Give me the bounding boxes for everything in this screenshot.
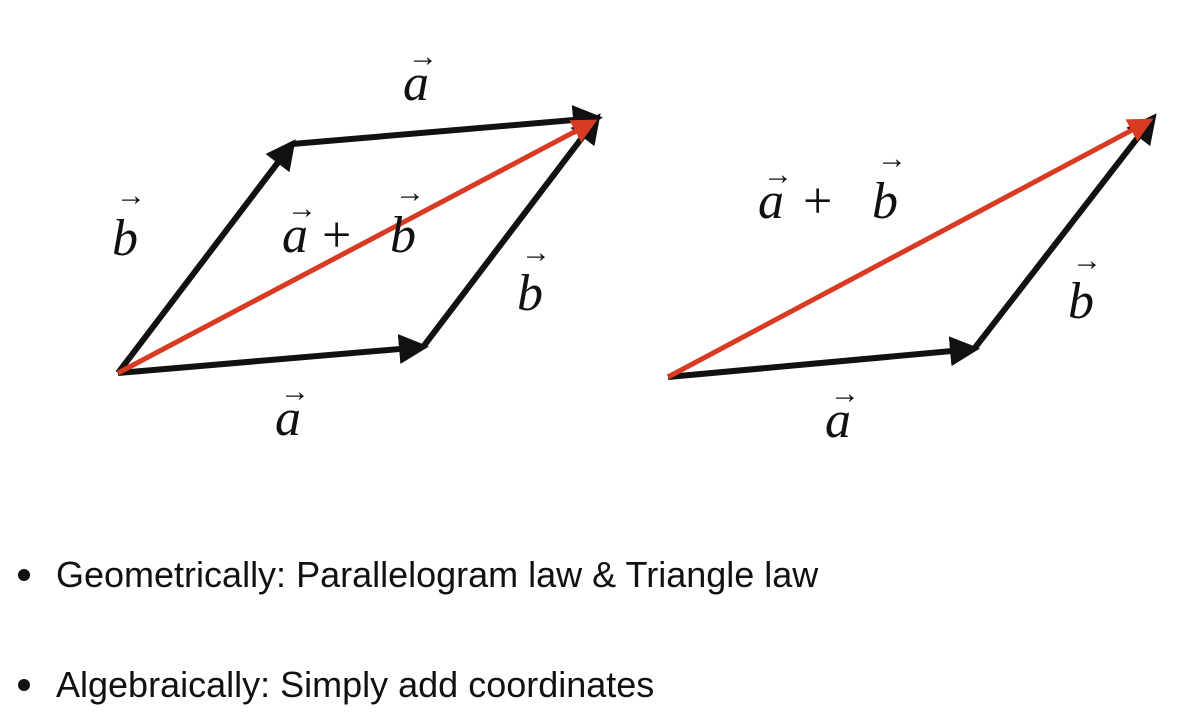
label-b-right: b → <box>517 236 551 322</box>
svg-text:b: b <box>517 265 543 322</box>
svg-text:→: → <box>408 40 438 73</box>
svg-text:a: a <box>282 207 308 264</box>
triangle-vector-b <box>971 113 1157 351</box>
vector-addition-diagram: a → b → a → + b → b → a → a → + <box>112 40 1157 449</box>
label-a-bottom: a → <box>275 375 310 447</box>
bullet-text: Algebraically: Simply add coordinates <box>56 664 655 705</box>
svg-text:+: + <box>322 207 351 264</box>
svg-text:→: → <box>521 236 551 269</box>
svg-text:→: → <box>763 158 793 191</box>
svg-text:a: a <box>758 173 784 230</box>
svg-text:b: b <box>1068 273 1094 330</box>
svg-text:b: b <box>872 173 898 230</box>
parallelogram-law-diagram: a → b → a → + b → b → a → <box>112 40 603 447</box>
svg-text:→: → <box>395 176 425 209</box>
svg-text:+: + <box>803 173 832 230</box>
label-a-triangle: a → <box>825 377 860 449</box>
svg-text:→: → <box>287 192 317 225</box>
svg-text:b: b <box>112 210 138 267</box>
bullet-dot-icon <box>18 569 30 581</box>
svg-text:a: a <box>825 392 851 449</box>
bullet-dot-icon <box>18 679 30 691</box>
parallelogram-vector-b-right <box>420 113 601 349</box>
svg-text:a: a <box>403 55 429 112</box>
label-a-top: a → <box>403 40 438 112</box>
label-a-plus-b-center: a → + b → <box>282 176 425 264</box>
bullet-item-geometrically: Geometrically: Parallelogram law & Trian… <box>18 554 818 596</box>
label-b-triangle: b → <box>1068 244 1102 330</box>
svg-text:→: → <box>1072 244 1102 277</box>
label-a-plus-b-triangle: a → + b → <box>758 142 907 230</box>
svg-text:→: → <box>830 377 860 410</box>
parallelogram-resultant-a-plus-b <box>116 119 598 376</box>
svg-text:→: → <box>116 179 146 212</box>
bullet-item-algebraically: Algebraically: Simply add coordinates <box>18 664 654 706</box>
svg-text:a: a <box>275 390 301 447</box>
parallelogram-vector-b-left <box>115 139 296 375</box>
svg-text:→: → <box>877 142 907 175</box>
parallelogram-vector-a-bottom <box>117 334 429 376</box>
parallelogram-vector-a-top <box>291 105 603 147</box>
bullet-text: Geometrically: Parallelogram law & Trian… <box>56 554 819 595</box>
triangle-law-diagram: a → + b → b → a → <box>666 113 1157 449</box>
svg-text:b: b <box>390 207 416 264</box>
triangle-vector-a <box>667 336 980 380</box>
triangle-resultant-a-plus-b <box>666 118 1154 380</box>
label-b-left: b → <box>112 179 146 267</box>
svg-text:→: → <box>280 375 310 408</box>
